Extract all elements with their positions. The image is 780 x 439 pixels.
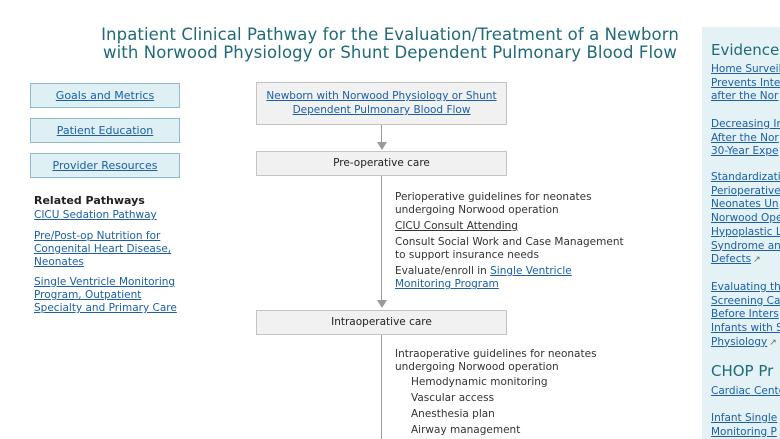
preop-guidelines-line-2: undergoing Norwood operation xyxy=(395,204,559,216)
connector-line xyxy=(381,335,382,439)
intraop-node[interactable]: Intraoperative care xyxy=(256,310,507,335)
related-link-nutrition[interactable]: Pre/Post-op Nutrition for Congenital Hea… xyxy=(34,230,172,268)
start-node[interactable]: Newborn with Norwood Physiology or Shunt… xyxy=(256,82,507,125)
intraop-item-vascular: Vascular access xyxy=(411,392,495,404)
intraop-guidelines-line-2: undergoing Norwood operation xyxy=(395,361,559,373)
social-work-line-1: Consult Social Work and Case Management xyxy=(395,236,624,248)
start-node-line-1: Newborn with Norwood Physiology or Shunt xyxy=(266,90,497,102)
goals-and-metrics-button[interactable]: Goals and Metrics xyxy=(30,83,180,108)
start-node-line-2: Dependent Pulmonary Blood Flow xyxy=(292,104,471,116)
start-node-link[interactable]: Newborn with Norwood Physiology or Shunt… xyxy=(266,90,496,116)
evidence-heading: Evidence xyxy=(711,41,780,59)
social-work-text: Consult Social Work and Case Management … xyxy=(395,236,624,262)
cicu-consult-link[interactable]: CICU Consult Attending xyxy=(395,220,518,232)
external-link-icon: ↗ xyxy=(753,255,761,266)
intraop-item-hemodynamic: Hemodynamic monitoring xyxy=(411,376,548,388)
provider-resources-button[interactable]: Provider Resources xyxy=(30,153,180,178)
single-ventricle-link-part-1[interactable]: Single Ventricle xyxy=(490,265,572,277)
page-title-line-2: with Norwood Physiology or Shunt Depende… xyxy=(103,43,677,62)
patient-education-button[interactable]: Patient Education xyxy=(30,118,180,143)
intraop-item-airway: Airway management xyxy=(411,424,521,436)
enroll-prefix: Evaluate/enroll in xyxy=(395,265,491,277)
intraop-guidelines-line-1: Intraoperative guidelines for neonates xyxy=(395,348,597,360)
related-pathways-heading: Related Pathways xyxy=(34,194,145,207)
related-link-single-ventricle[interactable]: Single Ventricle Monitoring Program, Out… xyxy=(34,276,177,314)
intraop-item-anesthesia: Anesthesia plan xyxy=(411,408,495,420)
arrow-down-icon xyxy=(377,300,387,308)
enroll-step: Evaluate/enroll in Single Ventricle Moni… xyxy=(395,265,572,291)
page-title-line-1: Inpatient Clinical Pathway for the Evalu… xyxy=(101,25,679,44)
chop-link-cardiac-center[interactable]: Cardiac Cente xyxy=(711,385,780,397)
intraop-guidelines-text: Intraoperative guidelines for neonates u… xyxy=(395,348,597,374)
page-title: Inpatient Clinical Pathway for the Evalu… xyxy=(100,26,680,62)
arrow-down-icon xyxy=(377,142,387,150)
chop-heading: CHOP Pr xyxy=(711,362,774,380)
connector-line xyxy=(381,176,382,301)
preop-guidelines-text: Perioperative guidelines for neonates un… xyxy=(395,191,592,217)
preop-guidelines-line-1: Perioperative guidelines for neonates xyxy=(395,191,592,203)
external-link-icon: ↗ xyxy=(769,337,777,348)
social-work-line-2: to support insurance needs xyxy=(395,249,539,261)
single-ventricle-link-part-2[interactable]: Monitoring Program xyxy=(395,278,499,290)
related-link-cicu-sedation[interactable]: CICU Sedation Pathway xyxy=(34,209,157,221)
connector-line xyxy=(381,125,382,143)
preop-node[interactable]: Pre-operative care xyxy=(256,151,507,176)
